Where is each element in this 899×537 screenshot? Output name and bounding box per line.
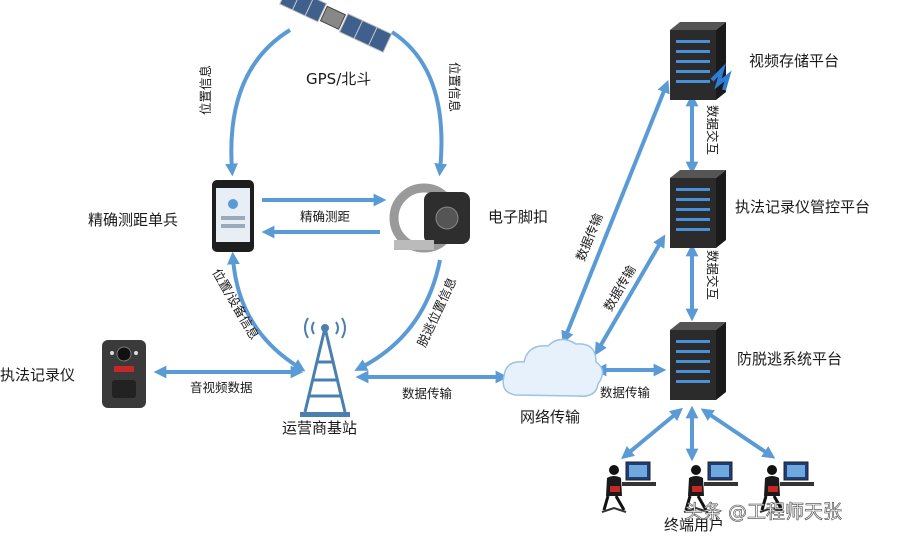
arrow-soldier-base <box>227 251 306 372</box>
end-user-icon <box>600 460 658 514</box>
label-anti-escape: 防脱逃系统平台 <box>737 350 842 368</box>
phone-icon <box>212 180 254 252</box>
label-recorder-mgmt: 执法记录仪管控平台 <box>735 198 870 216</box>
label-end-users: 终端用户 <box>664 516 724 534</box>
satellite-icon <box>279 0 393 53</box>
edge-label-network-storage: 数据传输 <box>573 211 606 263</box>
edge-label-camera-base: 音视频数据 <box>190 380 253 395</box>
label-single-soldier: 精确测距单兵 <box>88 211 178 229</box>
label-network: 网络传输 <box>520 408 580 426</box>
label-ankle-tag: 电子脚扣 <box>488 208 548 226</box>
body-camera-icon <box>102 340 146 408</box>
watermark-text: 头条 @工程师天张 <box>684 501 842 523</box>
arrow-network-mgmt <box>594 234 666 356</box>
edge-label-storage-mgmt: 数据交互 <box>705 105 720 155</box>
edge-label-network-anti: 数据传输 <box>600 385 651 400</box>
arrow-anti-user1 <box>621 407 683 460</box>
label-body-camera: 执法记录仪 <box>0 366 75 384</box>
edge-label-base-network: 数据传输 <box>402 386 453 401</box>
arrow-network-storage <box>561 80 670 344</box>
edge-label-ranging: 精确测距 <box>300 209 350 224</box>
arrow-anti-user3 <box>700 408 776 459</box>
edge-label-gps-ankle: 位置信息 <box>447 62 462 112</box>
label-base-station: 运营商基站 <box>282 419 357 437</box>
recorder-mgmt-server-icon <box>670 170 726 248</box>
label-video-storage: 视频存储平台 <box>749 52 839 70</box>
anti-escape-server-icon <box>670 322 726 400</box>
cloud-icon <box>502 338 604 397</box>
ankle-tag-icon <box>389 183 470 253</box>
edge-label-mgmt-anti: 数据交互 <box>705 250 720 300</box>
base-station-tower-icon <box>300 317 350 417</box>
arrow-gps-ankle <box>390 30 448 177</box>
edge-label-gps-soldier: 位置信息 <box>198 65 213 115</box>
arrow-gps-soldier <box>225 28 292 177</box>
video-storage-server-icon <box>670 22 732 100</box>
label-gps: GPS/北斗 <box>306 70 371 88</box>
arrow-ankle-base <box>354 259 442 371</box>
